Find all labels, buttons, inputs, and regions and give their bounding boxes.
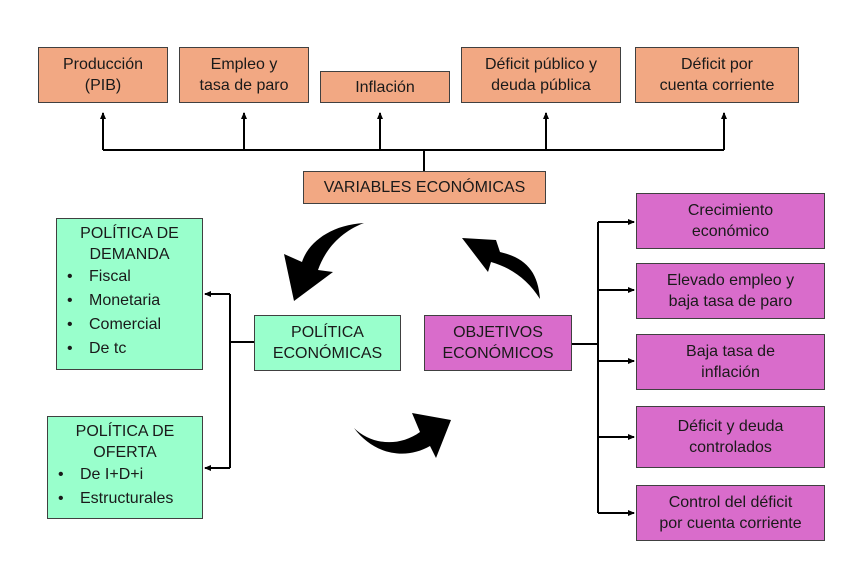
objetivos-connector	[571, 219, 635, 516]
cycle-arrow-down-left-icon	[284, 223, 364, 301]
objetivo-item-crecimiento: Crecimiento económico	[636, 193, 825, 249]
cycle-arrow-right-icon	[354, 413, 451, 458]
cycle-arrow-up-left-icon	[462, 238, 540, 299]
politica-oferta-box: POLÍTICA DE OFERTA •De I+D+i •Estructura…	[47, 416, 203, 519]
list-item: •Comercial	[67, 316, 162, 333]
politica-economicas-box: POLÍTICA ECONÓMICAS	[254, 315, 401, 371]
politica-oferta-list: •De I+D+i •Estructurales	[54, 463, 173, 511]
variable-item-empleo: Empleo y tasa de paro	[179, 47, 309, 103]
list-item: •Estructurales	[58, 490, 174, 507]
list-item: •De tc	[67, 340, 127, 357]
politica-demanda-heading: POLÍTICA DE	[80, 225, 179, 242]
variables-connector	[100, 112, 727, 172]
politica-connector	[204, 291, 254, 471]
variables-economicas-box: VARIABLES ECONÓMICAS	[303, 171, 546, 204]
variable-item-produccion: Producción (PIB)	[38, 47, 168, 103]
variable-item-deficit-publico: Déficit público y deuda pública	[461, 47, 621, 103]
politica-oferta-heading: POLÍTICA DE	[75, 423, 175, 440]
objetivos-economicos-box: OBJETIVOS ECONÓMICOS	[424, 315, 572, 371]
variable-item-inflacion: Inflación	[320, 71, 450, 103]
list-item: •Monetaria	[67, 292, 161, 309]
objetivo-item-deficit-cuenta-corriente: Control del déficit por cuenta corriente	[636, 485, 825, 541]
list-item: •De I+D+i	[58, 466, 144, 483]
variables-economicas-label: VARIABLES ECONÓMICAS	[323, 179, 526, 196]
politica-demanda-box: POLÍTICA DE DEMANDA •Fiscal •Monetaria •…	[56, 218, 203, 370]
list-item: •Fiscal	[67, 268, 131, 285]
objetivo-item-inflacion: Baja tasa de inflación	[636, 334, 825, 390]
politica-demanda-list: •Fiscal •Monetaria •Comercial •De tc	[63, 265, 161, 361]
variable-item-deficit-cuenta-corriente: Déficit por cuenta corriente	[635, 47, 799, 103]
objetivo-item-empleo: Elevado empleo y baja tasa de paro	[636, 263, 825, 319]
objetivo-item-deficit-deuda: Déficit y deuda controlados	[636, 406, 825, 468]
